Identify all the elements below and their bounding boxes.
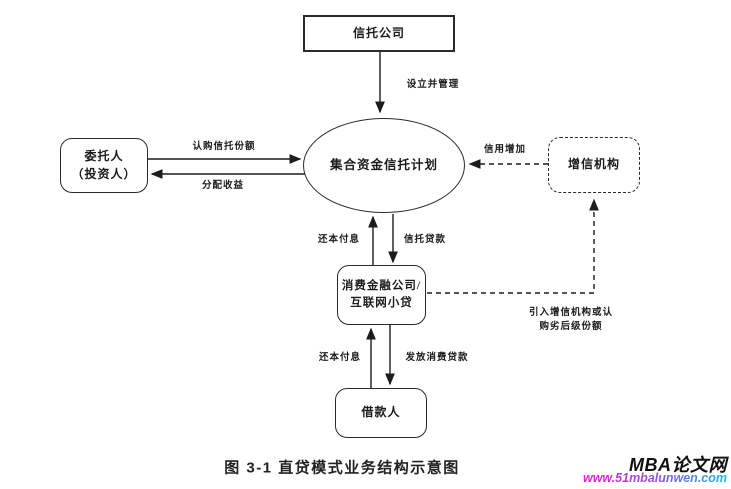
client-label-line1: 委托人 bbox=[84, 149, 124, 164]
edge-label-repay-upper: 还本付息 bbox=[317, 234, 361, 245]
client-investor-node: 委托人 （投资人） bbox=[60, 138, 148, 193]
edge-label-distribute-income: 分配收益 bbox=[201, 180, 245, 191]
trust-company-node: 信托公司 bbox=[303, 15, 455, 52]
edge-label-credit-increase: 信用增加 bbox=[483, 144, 527, 155]
edge-label-introduce-credit-agency: 引入增信机构或认 购劣后级份额 bbox=[529, 306, 613, 335]
borrower-node: 借款人 bbox=[335, 388, 427, 438]
borrower-label: 借款人 bbox=[361, 405, 401, 420]
introduce-label-line1: 引入增信机构或认 bbox=[528, 307, 614, 318]
watermark-site-url: www.51mbalunwen.com bbox=[582, 471, 727, 485]
credit-agency-node: 增信机构 bbox=[548, 137, 640, 193]
watermark-site-name: MBA论文网 bbox=[629, 455, 727, 475]
finance-label-line1: 消费金融公司/ bbox=[341, 280, 422, 293]
trust-plan-ellipse: 集合资金信托计划 bbox=[303, 118, 465, 213]
edge-label-establish-manage: 设立并管理 bbox=[406, 79, 460, 90]
edge-label-issue-consumer-loan: 发放消费贷款 bbox=[405, 352, 469, 363]
client-label-line2: （投资人） bbox=[71, 166, 137, 181]
introduce-label-line2: 购劣后级份额 bbox=[539, 322, 603, 332]
edge-label-trust-loan: 信托贷款 bbox=[403, 234, 447, 245]
trust-company-label: 信托公司 bbox=[352, 25, 405, 40]
edge-label-subscribe-shares: 认购信托份额 bbox=[192, 141, 256, 152]
finance-label-line2: 互联网小贷 bbox=[350, 297, 413, 309]
credit-agency-label: 增信机构 bbox=[567, 157, 620, 172]
arrow-introduce-credit-agency bbox=[427, 198, 599, 294]
edge-label-repay-lower: 还本付息 bbox=[318, 352, 362, 363]
figure-caption: 图 3-1 直贷模式业务结构示意图 bbox=[224, 459, 460, 477]
finance-company-node: 消费金融公司/ 互联网小贷 bbox=[337, 265, 426, 325]
trust-plan-label: 集合资金信托计划 bbox=[329, 158, 438, 173]
